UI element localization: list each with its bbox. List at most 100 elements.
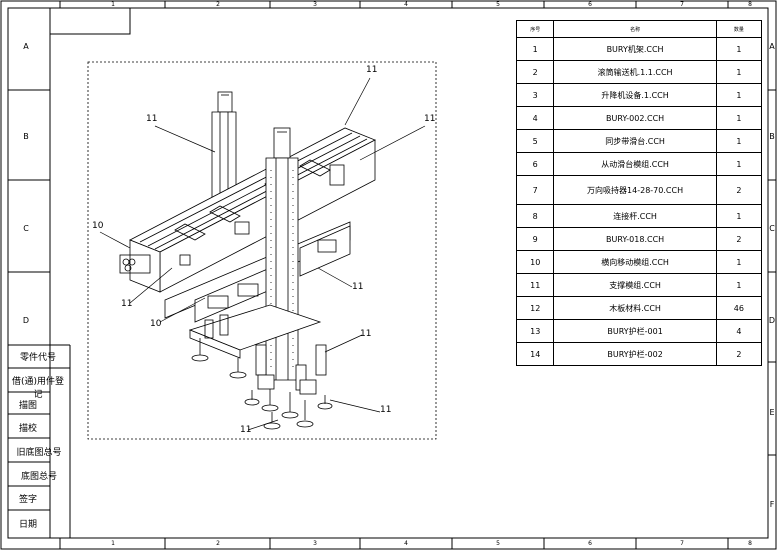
bom-cell-name: 木板材料.CCH [553,296,717,320]
bom-cell-name: 连接杆.CCH [553,204,717,228]
callout-leaders [99,77,426,431]
zone-label-right: E [769,408,775,417]
bom-cell-name: 支撑模组.CCH [553,273,717,297]
bom-cell-name: BURY-018.CCH [553,227,717,251]
side-label-tracing: 描图 [18,401,37,411]
zone-number-top: 2 [216,1,220,8]
zone-label-left: A [23,42,29,51]
callout-label: 11 [380,405,392,415]
bom-cell-qty: 2 [715,342,763,366]
bom-cell-no: 5 [515,129,555,153]
bom-cell-name: BURY-002.CCH [553,106,717,130]
bom-cell-qty: 2 [715,227,763,251]
bom-cell-name: 从动滑台模组.CCH [553,152,717,176]
bom-cell-qty: 1 [715,152,763,176]
bom-cell-no: 3 [515,83,555,107]
bom-cell-qty: 2 [715,175,763,205]
callout-label: 11 [366,65,378,75]
zone-label-right: D [768,316,776,325]
bom-cell-qty: 4 [715,319,763,343]
zone-label-right: B [769,132,775,141]
zone-label-right: F [769,500,775,509]
bom-cell-no: 8 [515,204,555,228]
bom-cell-no: 4 [515,106,555,130]
zone-number-bottom: 4 [404,540,408,547]
side-label-signature: 签字 [18,495,37,505]
callout-label: 11 [360,329,372,339]
machine-isometric-drawing [119,91,376,430]
bom-cell-qty: 1 [715,106,763,130]
zone-number-bottom: 6 [588,540,592,547]
bom-cell-name: 万向吸持器14-28-70.CCH [553,175,717,205]
bom-cell-name: BURY机架.CCH [553,37,717,61]
bom-cell-no: 12 [515,296,555,320]
zone-number-top: 8 [748,1,752,8]
zone-label-left: B [23,132,29,141]
bom-cell-no: 2 [515,60,555,84]
bom-cell-qty: 1 [715,129,763,153]
bom-cell-qty: 46 [715,296,763,320]
bom-cell-qty: 1 [715,204,763,228]
callout-label: 11 [121,299,133,309]
bom-header-no: 序号 [515,20,555,38]
bom-cell-no: 13 [515,319,555,343]
bom-cell-no: 11 [515,273,555,297]
bom-header-row: 序号 名称 数量 [515,20,763,38]
zone-number-top: 6 [588,1,592,8]
bom-cell-name: 升降机设备.1.CCH [553,83,717,107]
bom-header-qty: 数量 [715,20,763,38]
zone-label-right: A [769,42,775,51]
bom-cell-name: BURY护栏-001 [553,319,717,343]
bom-cell-qty: 1 [715,83,763,107]
callout-label: 11 [424,114,436,124]
zone-number-bottom: 8 [748,540,752,547]
view-boundary [87,61,437,440]
bom-cell-name: 滚筒输送机.1.1.CCH [553,60,717,84]
bom-cell-name: BURY护栏-002 [553,342,717,366]
zone-number-top: 3 [313,1,317,8]
side-label-old-base-number: 旧底图总号 [16,448,62,458]
zone-number-bottom: 3 [313,540,317,547]
bom-cell-no: 7 [515,175,555,205]
bom-cell-qty: 1 [715,37,763,61]
side-label-part-code: 零件代号 [19,353,56,363]
bom-cell-no: 14 [515,342,555,366]
bom-cell-qty: 1 [715,273,763,297]
bom-cell-no: 6 [515,152,555,176]
zone-number-top: 7 [680,1,684,8]
bom-cell-no: 9 [515,227,555,251]
side-label-date: 日期 [18,520,37,530]
zone-number-top: 5 [496,1,500,8]
bom-cell-no: 1 [515,37,555,61]
callout-label: 11 [146,114,158,124]
side-label-trace-check: 描校 [18,424,37,434]
zone-label-left: C [23,224,29,233]
callout-label: 10 [92,221,104,231]
bom-cell-qty: 1 [715,250,763,274]
bom-cell-qty: 1 [715,60,763,84]
bom-cell-name: 同步带滑台.CCH [553,129,717,153]
zone-number-bottom: 7 [680,540,684,547]
zone-number-bottom: 1 [111,540,115,547]
bom-cell-no: 10 [515,250,555,274]
side-label-base-number: 底图总号 [20,472,57,482]
callout-label: 11 [352,282,364,292]
bom-header-name: 名称 [553,20,717,38]
zone-label-right: C [769,224,775,233]
